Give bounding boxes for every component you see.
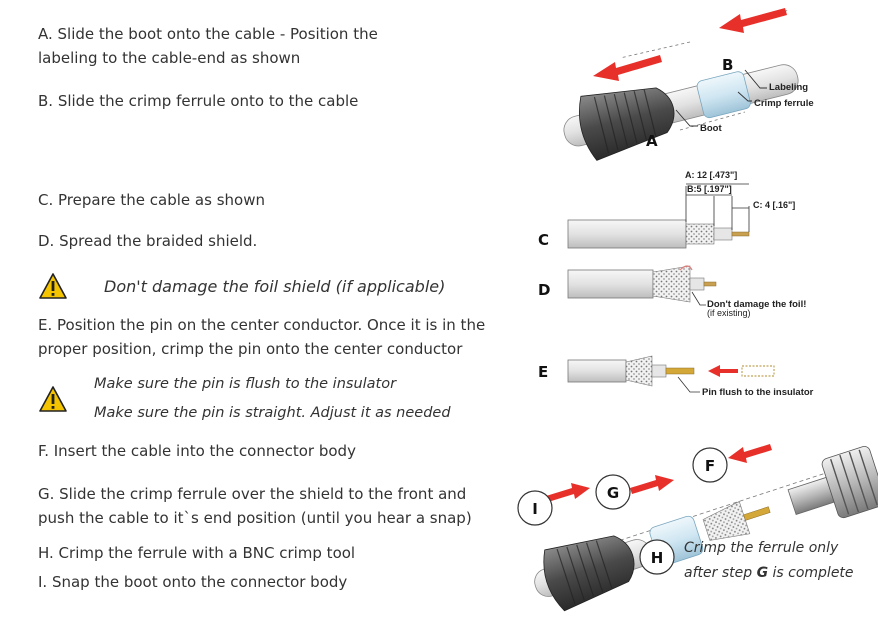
warning-triangle-icon — [39, 386, 67, 412]
labeling-caption: Labeling — [769, 82, 808, 93]
braided-shield — [685, 223, 715, 245]
crimp-note-line1: Crimp the ferrule only — [684, 540, 839, 556]
step-f: F. Insert the cable into the connector b… — [38, 442, 356, 460]
figure-label-d: D — [538, 281, 550, 299]
warning-foil-text: Don't damage the foil shield (if applica… — [104, 277, 446, 296]
insulator — [713, 227, 733, 241]
figure-d: Don't damage the foil! (if existing) D — [538, 265, 806, 318]
center-conductor — [703, 281, 717, 287]
crimp-note-line2: after step G is complete — [684, 565, 854, 581]
step-g-line2: push the cable to it`s end position (unt… — [38, 509, 472, 527]
step-i: I. Snap the boot onto the connector body — [38, 573, 348, 591]
pin-ghost — [741, 365, 775, 377]
warning-triangle-icon — [39, 273, 67, 299]
dimension-b: B:5 [.197"] — [687, 184, 732, 194]
dimension-a: A: 12 [.473"] — [685, 170, 737, 180]
step-d: D. Spread the braided shield. — [38, 232, 258, 250]
figure-label-b: B — [722, 56, 733, 74]
arrow-right-icon — [546, 483, 590, 502]
arrow-left-icon — [593, 55, 662, 81]
crimp-ferrule — [696, 71, 751, 119]
insulator — [689, 277, 705, 291]
arrow-left-icon — [728, 444, 772, 463]
cable-jacket — [567, 219, 687, 249]
crimp-ferrule-caption: Crimp ferrule — [754, 98, 814, 109]
arrow-left-icon — [708, 365, 738, 377]
warning-pin-straight-text: Make sure the pin is straight. Adjust it… — [94, 405, 451, 421]
warning-pin-flush-text: Make sure the pin is flush to the insula… — [94, 376, 397, 392]
figure-ab: B Labeling Crimp ferrule Boot A — [563, 8, 814, 161]
foil-warning-caption: Don't damage the foil! — [707, 299, 806, 310]
figure-c: A: 12 [.473"] B:5 [.197"] C: 4 [.16"] C — [538, 170, 795, 249]
step-c: C. Prepare the cable as shown — [38, 191, 265, 209]
svg-text:G: G — [607, 484, 619, 502]
center-conductor — [731, 231, 750, 237]
foil-warning-subcaption: (if existing) — [707, 308, 751, 318]
svg-text:F: F — [705, 457, 715, 475]
svg-text:I: I — [532, 500, 538, 518]
step-h: H. Crimp the ferrule with a BNC crimp to… — [38, 544, 356, 562]
cable-jacket — [567, 269, 654, 299]
step-b: B. Slide the crimp ferrule onto to the c… — [38, 92, 359, 110]
step-e-line2: proper position, crimp the pin onto the … — [38, 340, 463, 358]
circle-label-i: I — [517, 490, 553, 526]
figure-fghi: F G I H Crimp the ferrule only after ste… — [517, 444, 878, 612]
pin-flush-caption: Pin flush to the insulator — [702, 387, 814, 398]
boot — [543, 535, 635, 612]
step-g-line1: G. Slide the crimp ferrule over the shie… — [38, 485, 467, 503]
figure-label-e: E — [538, 363, 548, 381]
figure-e: Pin flush to the insulator E — [538, 355, 814, 398]
svg-text:H: H — [651, 549, 664, 567]
boot — [578, 87, 675, 161]
step-a-line1: A. Slide the boot onto the cable - Posit… — [38, 25, 378, 43]
arrow-right-icon — [630, 475, 674, 494]
step-e-line1: E. Position the pin on the center conduc… — [38, 316, 486, 334]
arrow-left-icon — [719, 8, 787, 33]
figure-label-c: C — [538, 231, 549, 249]
boot-caption: Boot — [700, 123, 722, 134]
figure-label-a: A — [646, 132, 658, 150]
circle-label-g: G — [595, 474, 631, 510]
dimension-c: C: 4 [.16"] — [753, 200, 795, 210]
circle-label-h: H — [639, 539, 675, 575]
step-a-line2: labeling to the cable-end as shown — [38, 49, 301, 67]
pin — [665, 367, 695, 375]
spread-braid — [652, 265, 691, 303]
circle-label-f: F — [692, 447, 728, 483]
